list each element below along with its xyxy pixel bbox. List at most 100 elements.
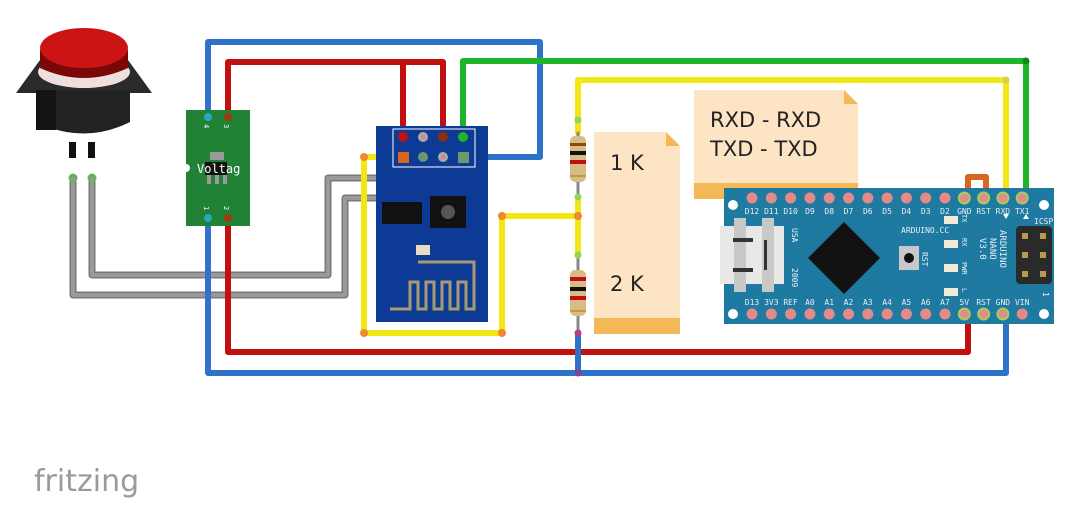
- icsp-pin1-label: 1: [1041, 292, 1050, 297]
- led-tx-label: TX: [960, 214, 968, 223]
- nano-pin-label: 5V: [959, 298, 969, 307]
- nano-pin-label: D12: [745, 207, 760, 216]
- nano-pin-top-d7[interactable]: [843, 192, 854, 204]
- nano-pin-bottom-ref[interactable]: [785, 308, 797, 320]
- nano-pin-label: 3V3: [764, 298, 779, 307]
- wire-blue-top[interactable]: [205, 39, 543, 160]
- nano-pin-label: A3: [863, 298, 873, 307]
- wire-gray-1[interactable]: [88, 153, 429, 279]
- nano-pin-top-d3[interactable]: [920, 192, 932, 204]
- wire-blue-bottom[interactable]: [205, 215, 1009, 376]
- nano-pin-top-d10[interactable]: [785, 192, 797, 204]
- fritzing-logo: fritzing: [34, 464, 139, 499]
- nano-pin-bottom-a4[interactable]: [881, 308, 893, 320]
- nano-pin-bottom-5v[interactable]: [957, 307, 971, 321]
- nano-pin-top-d9[interactable]: [804, 192, 816, 204]
- nano-pin-bottom-a3[interactable]: [862, 308, 874, 320]
- nano-pin-label: D5: [882, 207, 892, 216]
- usb-connector: [720, 226, 784, 284]
- regulator-pin-2[interactable]: [224, 214, 232, 222]
- nano-pin-label: D9: [805, 207, 815, 216]
- nano-pin-label: A2: [844, 298, 854, 307]
- nano-pin-top-d2[interactable]: [939, 192, 951, 204]
- txd-arrow-icon: [1023, 214, 1029, 219]
- wire-red-top[interactable]: [225, 59, 446, 140]
- nano-year-label: 2009: [790, 268, 799, 287]
- nano-pin-label: RST: [976, 207, 991, 216]
- esp-pin[interactable]: [438, 132, 448, 142]
- regulator-pin-3-label: 3: [222, 124, 230, 128]
- nano-pin-label: D3: [921, 207, 931, 216]
- esp-pin[interactable]: [418, 152, 428, 162]
- nano-pin-bottom-a7[interactable]: [939, 308, 951, 320]
- nano-pin-label: D13: [745, 298, 760, 307]
- nano-pin-top-tx1[interactable]: [1015, 191, 1029, 205]
- nano-pin-top-d12[interactable]: [746, 192, 758, 204]
- pushbutton[interactable]: [16, 28, 152, 158]
- wire-green-tx[interactable]: [460, 58, 1029, 209]
- nano-pin-bottom-rst[interactable]: [977, 307, 991, 321]
- nano-pin-top-d4[interactable]: [900, 192, 912, 204]
- nano-brand-label: ARDUINO.CC: [901, 226, 949, 235]
- nano-pin-bottom-vin[interactable]: [1016, 308, 1028, 320]
- nano-pin-bottom-a6[interactable]: [920, 308, 932, 320]
- nano-pin-top-gnd[interactable]: [957, 191, 971, 205]
- nano-mcu-chip: [808, 222, 880, 294]
- note-uart[interactable]: RXD - RXD TXD - TXD: [694, 90, 858, 199]
- nano-pin-label: GND: [957, 207, 972, 216]
- nano-pin-label: RXD: [996, 207, 1011, 216]
- wire-red-bottom[interactable]: [225, 215, 971, 355]
- nano-pin-label: A7: [940, 298, 950, 307]
- esp-pin[interactable]: [398, 132, 408, 142]
- nano-pin-top-rxd[interactable]: [996, 191, 1010, 205]
- wire-yellow-esp[interactable]: [361, 154, 581, 336]
- esp-led: [416, 245, 430, 255]
- nano-pin-top-d11[interactable]: [765, 192, 777, 204]
- note-resistors[interactable]: 1 K 2 K: [594, 132, 680, 334]
- note-2k-label: 2 K: [610, 272, 645, 296]
- icsp-header[interactable]: [1016, 226, 1052, 284]
- esp-pin[interactable]: [458, 152, 469, 163]
- nano-pin-bottom-d13[interactable]: [746, 308, 758, 320]
- regulator-pin-3[interactable]: [224, 113, 232, 121]
- nano-pin-bottom-a5[interactable]: [900, 308, 912, 320]
- pushbutton-leg-right: [88, 142, 95, 158]
- nano-rst-label: RST: [920, 252, 929, 267]
- voltage-regulator[interactable]: Voltag 4 3 1 2: [182, 110, 250, 226]
- esp-pin[interactable]: [398, 152, 409, 163]
- nano-pin-label: A6: [921, 298, 931, 307]
- resistor-r1[interactable]: [570, 136, 586, 182]
- note-uart-line1: RXD - RXD: [710, 108, 821, 132]
- nano-pin-label: A4: [882, 298, 892, 307]
- arduino-nano[interactable]: USA 2009 RST ARDUINO.CC TX RX PWR L ARDU…: [720, 188, 1054, 324]
- esp-pin[interactable]: [458, 132, 468, 142]
- nano-pin-label: D2: [940, 207, 950, 216]
- nano-pin-bottom-a2[interactable]: [843, 308, 854, 320]
- regulator-pin-1[interactable]: [204, 214, 212, 222]
- nano-pin-top-d8[interactable]: [823, 192, 835, 204]
- nano-pin-label: RST: [976, 298, 991, 307]
- resistor-r2[interactable]: [570, 270, 586, 316]
- nano-pin-label: D4: [902, 207, 912, 216]
- nano-pin-bottom-gnd[interactable]: [996, 307, 1010, 321]
- nano-pin-bottom-a0[interactable]: [804, 308, 816, 320]
- led-pwr-label: PWR: [960, 262, 968, 275]
- wires: [69, 39, 1029, 376]
- nano-pin-top-d6[interactable]: [862, 192, 874, 204]
- nano-pin-label: VIN: [1015, 298, 1030, 307]
- nano-pin-top-rst[interactable]: [977, 191, 991, 205]
- nano-title-line1: ARDUINO: [997, 230, 1007, 268]
- nano-pin-label: A5: [902, 298, 912, 307]
- wire-yellow-rx[interactable]: [575, 77, 1009, 209]
- esp-logo-icon: [441, 205, 455, 219]
- nano-pin-top-d5[interactable]: [881, 192, 893, 204]
- nano-leds: TX RX PWR L: [944, 214, 968, 296]
- nano-pin-bottom-3v3[interactable]: [765, 308, 777, 320]
- led-l-label: L: [960, 288, 968, 292]
- nano-pin-label: D6: [863, 207, 873, 216]
- nano-pin-bottom-a1[interactable]: [823, 308, 835, 320]
- regulator-pin-4[interactable]: [204, 113, 212, 121]
- regulator-pin-2-label: 2: [222, 206, 230, 210]
- nano-pin-label: D7: [844, 207, 854, 216]
- esp8266-module[interactable]: [376, 126, 488, 322]
